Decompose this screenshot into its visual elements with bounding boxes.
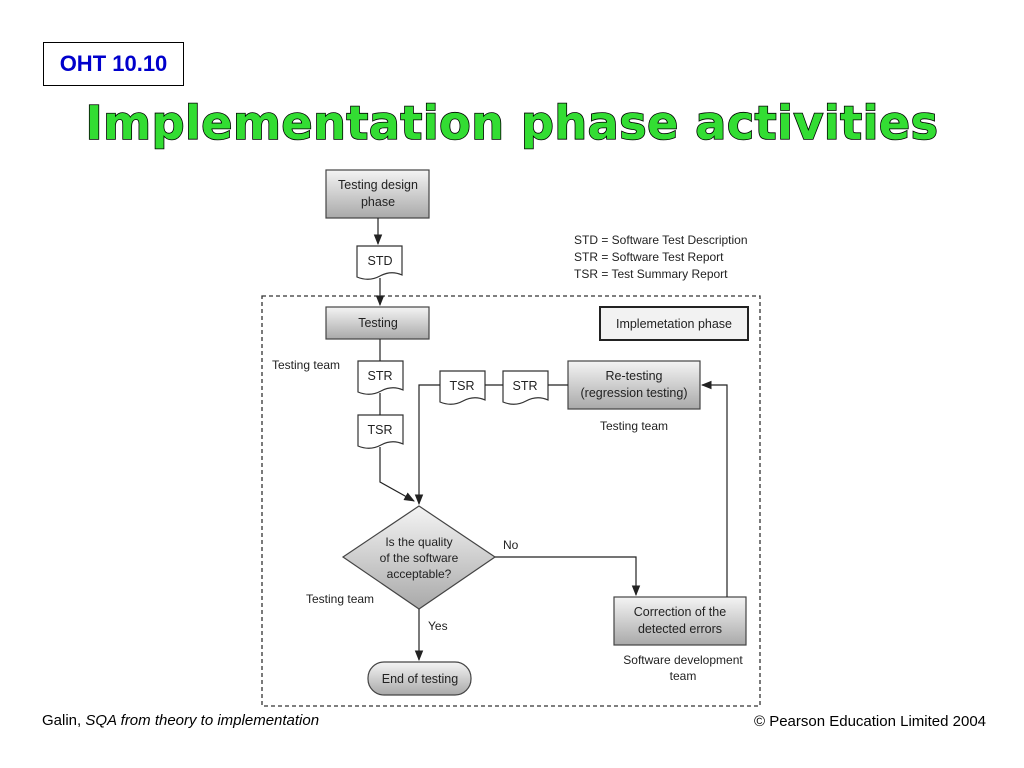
retesting-box: Re-testing (regression testing) — [567, 360, 701, 410]
arrow-retest-tsr-to-decision — [414, 384, 440, 506]
arrow-decision-no-to-correction — [495, 556, 641, 597]
svg-text:Testing: Testing — [358, 316, 398, 330]
legend-tsr: TSR = Test Summary Report — [574, 267, 728, 281]
no-label: No — [503, 538, 519, 552]
legend-std: STD = Software Test Description — [574, 233, 748, 247]
svg-text:TSR: TSR — [368, 423, 393, 437]
slide-label: OHT 10.10 — [43, 42, 184, 86]
implementation-phase-label: Implemetation phase — [599, 306, 749, 341]
str-document: STR — [357, 360, 404, 395]
svg-text:Re-testing: Re-testing — [606, 369, 663, 383]
correction-box: Correction of the detected errors — [613, 596, 747, 646]
retest-str-document: STR — [502, 370, 549, 405]
svg-text:detected errors: detected errors — [638, 622, 722, 636]
testing-team-label-2: Testing team — [600, 419, 668, 433]
implementation-phase-frame — [261, 295, 761, 707]
testing-design-phase-box: Testing design phase — [325, 169, 430, 219]
svg-text:of the software: of the software — [380, 551, 459, 565]
arrow-correction-to-retesting — [700, 380, 728, 597]
std-document: STD — [356, 245, 403, 280]
svg-text:Implemetation phase: Implemetation phase — [616, 317, 732, 331]
footer-citation: Galin, SQA from theory to implementation — [42, 712, 319, 729]
software-dev-team-label-1: Software development — [623, 653, 743, 667]
svg-text:Is the quality: Is the quality — [385, 535, 452, 549]
arrow-tsr-to-decision — [379, 447, 415, 502]
end-of-testing-terminal: End of testing — [367, 661, 472, 696]
page-title: Implementation phase activities — [85, 95, 939, 151]
testing-box: Testing — [325, 306, 430, 340]
svg-text:(regression testing): (regression testing) — [581, 386, 688, 400]
svg-text:STD: STD — [368, 254, 393, 268]
svg-text:STR: STR — [513, 379, 538, 393]
svg-text:TSR: TSR — [450, 379, 475, 393]
svg-text:Correction of the: Correction of the — [634, 605, 726, 619]
legend-str: STR = Software Test Report — [574, 250, 724, 264]
software-dev-team-label-2: team — [670, 669, 697, 683]
connectors — [373, 218, 728, 662]
footer-book-title: SQA from theory to implementation — [85, 712, 320, 729]
svg-text:phase: phase — [361, 195, 395, 209]
retest-tsr-document: TSR — [439, 370, 486, 405]
svg-text:acceptable?: acceptable? — [387, 567, 452, 581]
testing-team-label-1: Testing team — [272, 358, 340, 372]
footer-copyright: © Pearson Education Limited 2004 — [753, 713, 986, 730]
footer-author: Galin, — [42, 712, 82, 729]
testing-team-label-3: Testing team — [306, 592, 374, 606]
svg-text:End of testing: End of testing — [382, 672, 458, 686]
svg-text:STR: STR — [368, 369, 393, 383]
svg-text:Testing design: Testing design — [338, 178, 418, 192]
yes-label: Yes — [428, 619, 448, 633]
tsr-document: TSR — [357, 414, 404, 449]
